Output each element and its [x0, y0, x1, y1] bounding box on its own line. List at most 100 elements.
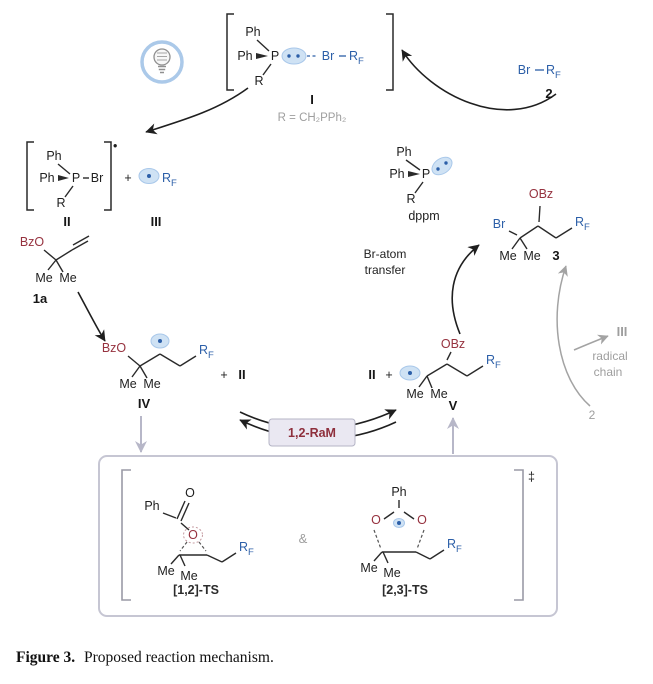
bond — [429, 549, 445, 560]
ampersand: & — [299, 531, 308, 546]
atom-rf-f: F — [456, 544, 462, 555]
wedge-bond — [58, 175, 69, 181]
bracket-left — [226, 13, 234, 91]
atom-br: Br — [493, 217, 506, 231]
bond — [383, 511, 395, 520]
bond — [179, 355, 197, 367]
partial-bond — [198, 541, 207, 552]
radical-chain-label-line2: chain — [594, 365, 623, 379]
bond — [57, 163, 71, 175]
group-obz: OBz — [441, 337, 465, 351]
atom-rf-r: R — [575, 215, 584, 229]
bracket-left — [26, 141, 34, 211]
bond — [55, 259, 64, 273]
bond — [256, 39, 270, 52]
atom-me: Me — [35, 271, 52, 285]
arrow-V-to-3-br-transfer — [451, 244, 480, 335]
plus-sign: + — [124, 171, 131, 185]
atom-rf-r: R — [199, 343, 208, 357]
atom-me: Me — [523, 249, 540, 263]
ts-23-label: [2,3]-TS — [382, 583, 428, 597]
bond — [537, 225, 557, 239]
dashed-orbital — [183, 526, 203, 544]
figure-caption: Figure 3. Proposed reaction mechanism. — [16, 649, 274, 666]
bond — [405, 159, 421, 171]
caption-text: Proposed reaction mechanism. — [84, 649, 274, 666]
bond — [170, 554, 180, 565]
bond — [64, 185, 74, 198]
electron-dot — [147, 174, 151, 178]
atom-o: O — [185, 486, 195, 500]
bond — [511, 237, 521, 250]
species-III-label: III — [151, 214, 162, 229]
atom-ph: Ph — [245, 25, 260, 39]
wedge-bond — [256, 53, 268, 59]
atom-me: Me — [180, 569, 197, 583]
dppm-label: dppm — [408, 209, 439, 223]
species-II-label: II — [63, 214, 70, 229]
electron-dot — [397, 521, 401, 525]
species-2-label: 2 — [545, 86, 552, 101]
species-2-gray-label: 2 — [589, 408, 596, 422]
lone-pair-lobe — [281, 47, 307, 65]
atom-ph: Ph — [396, 145, 411, 159]
double-dagger: ‡ — [528, 470, 535, 484]
atom-o: O — [417, 513, 427, 527]
bracket-right — [514, 469, 524, 601]
bond — [426, 375, 433, 389]
bond — [426, 363, 448, 377]
br-atom-transfer-label: Br-atom transfer — [364, 247, 407, 277]
atom-p: P — [422, 167, 430, 181]
atom-me: Me — [59, 271, 76, 285]
species-1a-label: 1a — [33, 291, 48, 306]
bond — [538, 205, 541, 223]
bond — [176, 500, 186, 520]
bond — [555, 227, 573, 239]
atom-rf-r: R — [447, 537, 456, 551]
plus-sign: + — [385, 368, 392, 382]
bond — [414, 181, 424, 194]
species-II-ref: II — [238, 367, 245, 382]
bond — [221, 552, 237, 563]
double-bond — [72, 235, 90, 246]
atom-me: Me — [157, 564, 174, 578]
bond — [131, 365, 141, 378]
br-atom-transfer-line2: transfer — [365, 263, 406, 277]
ts-12-structure: Ph O O Me Me R F [1,2]-TS — [144, 486, 254, 597]
electron-dot — [444, 161, 448, 165]
bond — [127, 355, 141, 367]
species-V: II + Me Me OBz R F V — [368, 337, 501, 413]
species-IV-label: IV — [138, 396, 151, 411]
bond — [159, 353, 181, 367]
ram-box: 1,2-RaM — [268, 418, 356, 447]
ram-box-frame — [268, 418, 356, 447]
electron-dot — [408, 371, 412, 375]
electron-dot — [158, 339, 162, 343]
species-1a: BzO Me Me 1a — [20, 235, 90, 306]
species-3: OBz Br Me Me R F 3 — [493, 187, 590, 263]
atom-r: R — [406, 192, 415, 206]
atom-rf-f: F — [495, 360, 501, 371]
atom-me: Me — [430, 387, 447, 401]
bracket-left — [121, 469, 131, 601]
atom-ph: Ph — [46, 149, 61, 163]
bond — [403, 511, 415, 520]
bond — [139, 365, 148, 379]
arrow-to-III — [573, 334, 609, 351]
lone-pair-lobe — [431, 156, 453, 176]
plus-sign: + — [220, 368, 227, 382]
atom-me: Me — [499, 249, 516, 263]
atom-br: Br — [322, 49, 335, 63]
atom-me: Me — [406, 387, 423, 401]
lightbulb-icon — [140, 40, 184, 84]
group-bzo: BzO — [20, 235, 45, 249]
arrow-1a-to-IV — [77, 291, 106, 342]
ram-label: 1,2-RaM — [288, 426, 336, 440]
atom-ph: Ph — [389, 167, 404, 181]
bond — [47, 259, 57, 271]
atom-r: R — [56, 196, 65, 210]
atom-rf-r: R — [239, 540, 248, 554]
atom-me: Me — [119, 377, 136, 391]
electron-dot — [436, 167, 440, 171]
atom-me: Me — [383, 566, 400, 580]
